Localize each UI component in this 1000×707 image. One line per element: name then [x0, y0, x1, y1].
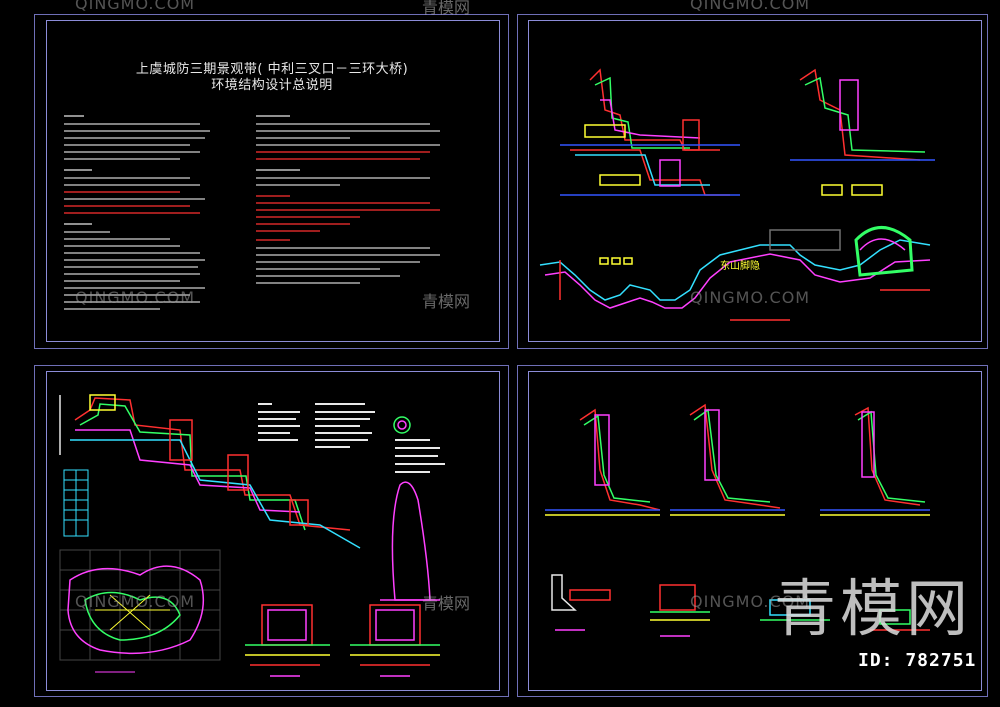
sheet-3-section — [59, 394, 361, 549]
sheet-2-section-left — [560, 68, 740, 196]
watermark-latin: QINGMO.COM — [690, 592, 811, 611]
watermark-latin: QINGMO.COM — [75, 288, 196, 307]
sheet-1-notes-right — [256, 115, 440, 284]
sheet-1-title: 上虞城防三期景观带( 中利三叉口－三环大桥) — [135, 62, 409, 77]
sheet-1-inner-frame — [46, 20, 500, 342]
sheet-2-plan — [539, 226, 931, 321]
sheet-3-inner-frame — [46, 371, 500, 691]
sheet-1-subtitle: 环境结构设计总说明 — [211, 78, 333, 93]
watermark-latin: QINGMO.COM — [75, 0, 196, 13]
sheet-1-notes-left — [64, 115, 210, 310]
sheet-1-frame — [34, 14, 509, 349]
watermark-latin: QINGMO.COM — [690, 0, 811, 13]
brand-watermark: 青模网 — [773, 572, 972, 645]
watermark-chinese: 青模网 — [422, 594, 471, 613]
watermark-latin: QINGMO.COM — [75, 592, 196, 611]
sheet-4-sections — [545, 403, 930, 516]
sheet-2-section-right — [790, 68, 935, 196]
sheet-4-small-details — [551, 574, 930, 637]
asset-id-label: ID: 782751 — [858, 650, 977, 671]
sheet-3-details — [380, 416, 440, 601]
watermark-chinese: 青模网 — [422, 0, 471, 17]
sheet-3-notes — [258, 403, 445, 473]
watermark-chinese: 青模网 — [422, 292, 471, 311]
sheet-2-inner-frame — [528, 20, 982, 342]
sheet-3-foundations — [245, 604, 440, 677]
sheet-4-inner-frame — [528, 371, 982, 691]
sheet-3-site-plan — [59, 549, 221, 673]
sheet-3-frame — [34, 365, 509, 697]
sheet-2-frame — [517, 14, 988, 349]
watermark-latin: QINGMO.COM — [690, 288, 811, 307]
sheet-4-frame — [517, 365, 988, 697]
sheet-3-legend-table — [63, 469, 89, 537]
sheet-2-plan-label: 东山脚隐 — [720, 261, 760, 272]
